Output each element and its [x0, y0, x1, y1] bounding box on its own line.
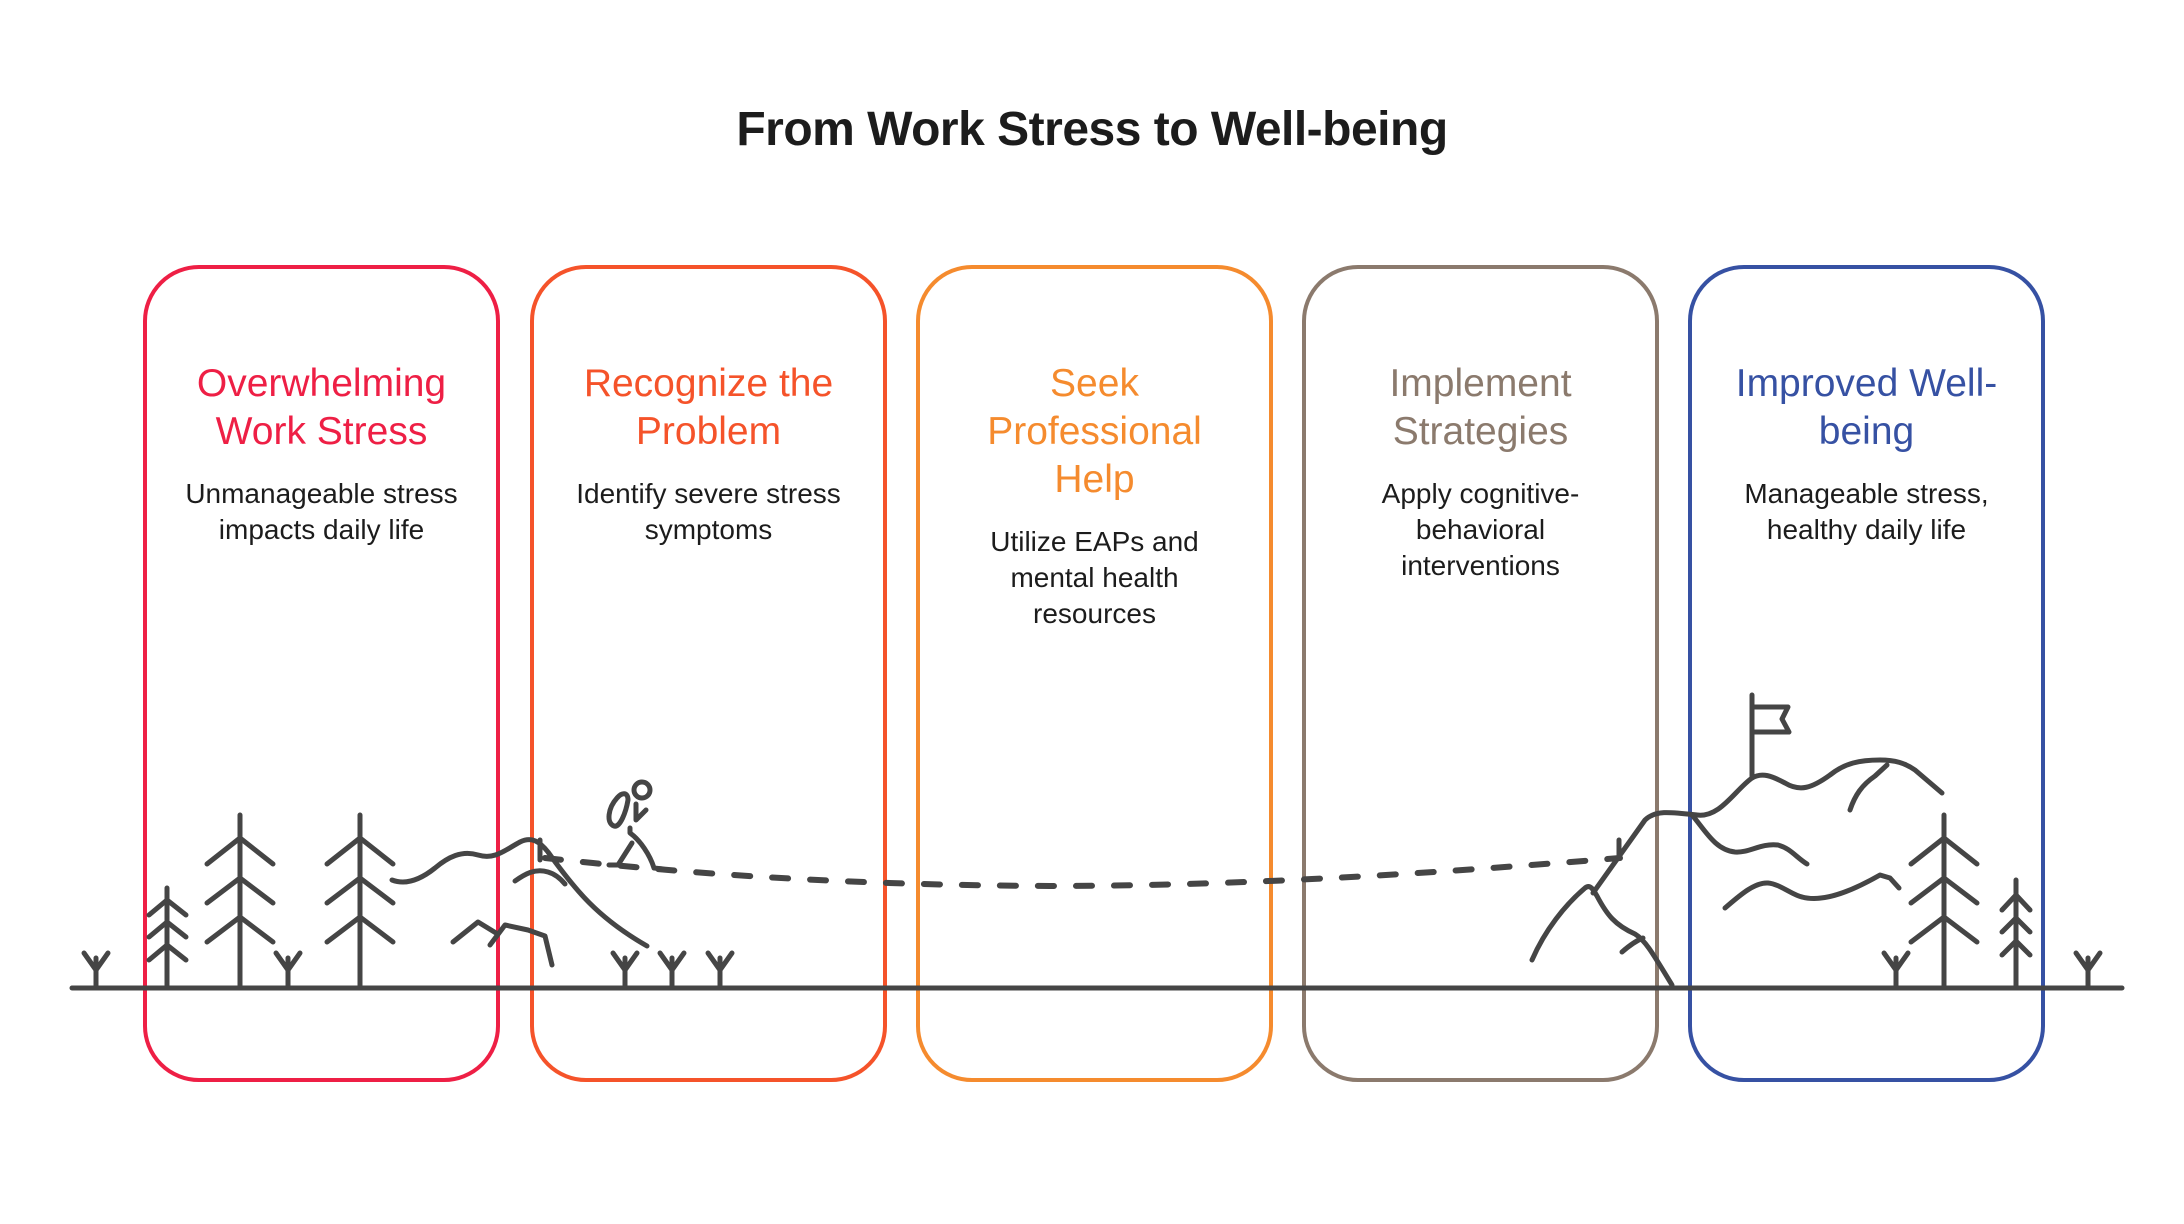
stage-title: Improved Well-being	[1735, 362, 1998, 453]
pine-tree-icon	[1999, 877, 2033, 991]
stage-box-recognize-problem	[530, 265, 887, 1082]
mountain-icon	[389, 837, 650, 968]
stage-title: Seek Professional Help	[987, 362, 1202, 501]
stage-description: Unmanageable stress impacts daily life	[185, 478, 458, 545]
sprout-icon	[610, 950, 640, 991]
stage-box-improved-wellbeing	[1688, 265, 2045, 1082]
page-title: From Work Stress to Well-being	[736, 103, 1448, 156]
stage-box-seek-help	[916, 265, 1273, 1082]
stage-description: Manageable stress, healthy daily life	[1744, 478, 1989, 545]
hiker-icon	[606, 779, 666, 872]
dashed-trail	[542, 855, 1623, 890]
pine-tree-icon	[324, 812, 396, 991]
stage-description: Apply cognitive-behavioral interventions	[1381, 478, 1580, 581]
stage-text-3: Seek Professional Help Utilize EAPs and …	[916, 360, 1273, 632]
stage-description: Identify severe stress symptoms	[576, 478, 841, 545]
summit-flag-icon	[1749, 692, 1792, 781]
sprout-icon	[273, 950, 303, 991]
stage-box-implement-strategies	[1302, 265, 1659, 1082]
mountain-icon	[1529, 757, 1945, 988]
stage-title: Recognize the Problem	[583, 362, 834, 453]
stage-text-5: Improved Well-being Manageable stress, h…	[1688, 360, 2045, 548]
pine-tree-icon	[204, 812, 276, 991]
stage-text-1: Overwhelming Work Stress Unmanageable st…	[143, 360, 500, 548]
sprout-icon	[705, 950, 735, 991]
sprout-icon	[2073, 950, 2103, 991]
stage-description: Utilize EAPs and mental health resources	[990, 526, 1199, 629]
sprout-icon	[81, 950, 111, 991]
pine-tree-icon	[146, 885, 189, 991]
stage-text-2: Recognize the Problem Identify severe st…	[530, 360, 887, 548]
stage-title: Implement Strategies	[1389, 362, 1572, 453]
stage-text-4: Implement Strategies Apply cognitive-beh…	[1302, 360, 1659, 584]
sprout-icon	[657, 950, 687, 991]
stage-box-overwhelming-stress	[143, 265, 500, 1082]
pine-tree-icon	[1908, 812, 1980, 991]
stage-title: Overwhelming Work Stress	[196, 362, 447, 453]
sprout-icon	[1881, 950, 1911, 991]
